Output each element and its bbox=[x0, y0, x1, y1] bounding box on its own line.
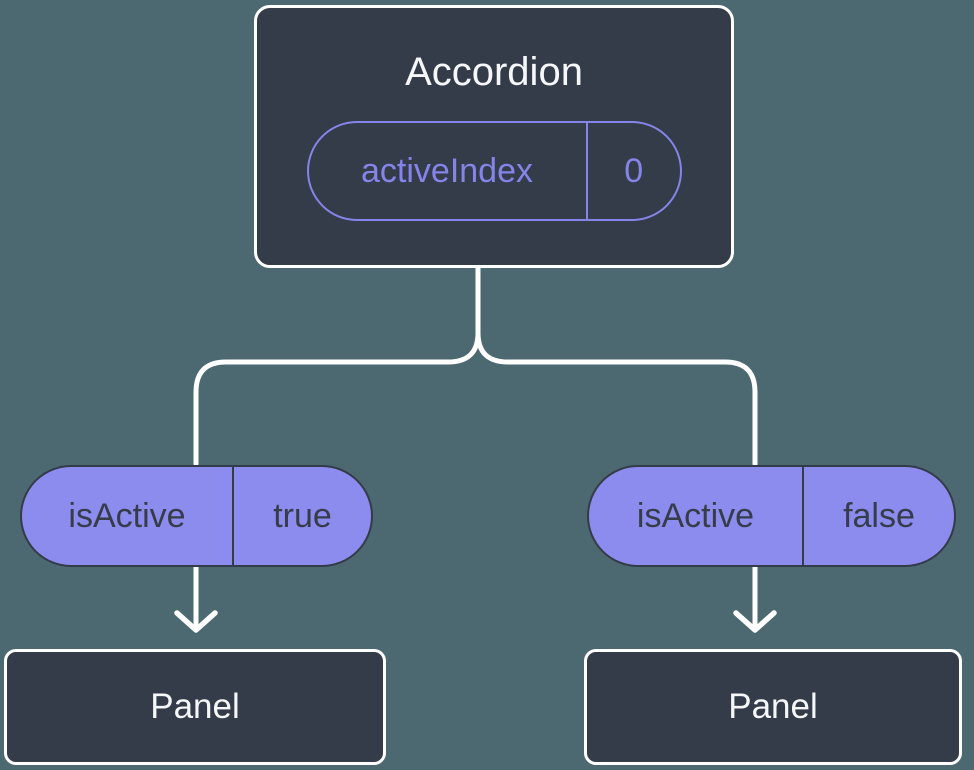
pill-divider bbox=[585, 123, 588, 219]
accordion-node: Accordion activeIndex 0 bbox=[254, 5, 734, 268]
panel-node-right: Panel bbox=[584, 649, 962, 765]
fork-connector-left bbox=[193, 259, 481, 467]
pill-divider bbox=[802, 467, 804, 565]
state-value-label: 0 bbox=[624, 151, 644, 190]
arrow-down-icon bbox=[733, 610, 777, 633]
prop-name-label: isActive bbox=[636, 496, 755, 535]
prop-value-label: true bbox=[273, 496, 332, 535]
panel-node-title: Panel bbox=[728, 687, 818, 726]
pill-divider bbox=[232, 467, 234, 565]
fork-connector-right bbox=[475, 259, 758, 467]
panel-node-title: Panel bbox=[150, 687, 240, 726]
arrow-down-icon bbox=[174, 610, 218, 633]
prop-pill-is-active-true: isActive true bbox=[20, 465, 373, 567]
state-pill-active-index: activeIndex 0 bbox=[306, 121, 682, 221]
state-name-label: activeIndex bbox=[361, 151, 533, 190]
panel-node-left: Panel bbox=[4, 649, 386, 765]
prop-pill-is-active-false: isActive false bbox=[587, 465, 956, 567]
accordion-node-title: Accordion bbox=[405, 50, 583, 94]
prop-value-label: false bbox=[843, 496, 915, 535]
prop-name-label: isActive bbox=[68, 496, 186, 535]
